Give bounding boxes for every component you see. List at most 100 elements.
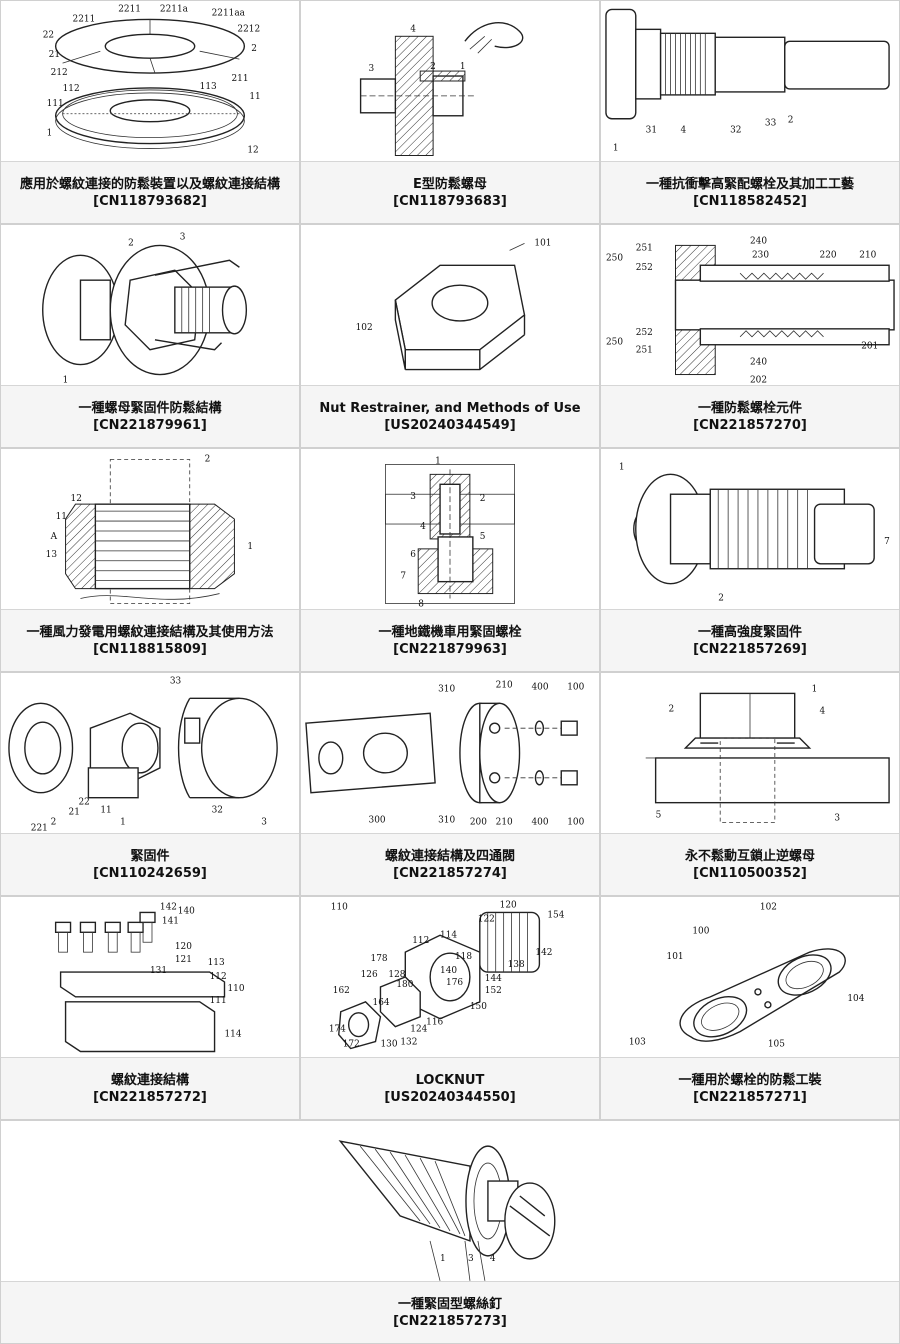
fig-label: 32 [730,126,741,136]
fig-label: 104 [847,994,864,1004]
fig-label: 2 [669,704,675,714]
fig-label: 113 [208,958,225,968]
fig-label: 128 [388,970,405,980]
fig-label: 1 [460,62,466,72]
patent-card[interactable]: 33 22 21 2 221 11 1 32 3 緊固件 [CN11024265… [0,672,300,896]
fig-label: 176 [446,978,463,988]
patent-card[interactable]: 2211 2211a 2211aa 2211 2212 22 2 21 212 … [0,0,300,224]
fig-label: 174 [329,1025,346,1035]
patent-drawing: 2 12 11 A 13 1 [1,449,299,610]
fig-label: 202 [750,375,767,385]
fig-label: 132 [400,1038,417,1048]
patent-number: [CN221857270] [693,417,807,434]
patent-drawing: 1 31 4 32 33 2 [601,1,899,162]
fig-label: 2211 [118,4,141,14]
fig-label: 11 [56,512,67,522]
fig-label: 4 [680,126,686,136]
patent-number: [CN221857273] [393,1313,507,1330]
patent-card[interactable]: 110 120 122 154 112 114 142 118 138 178 … [300,896,600,1120]
patent-number: [CN221857272] [93,1089,207,1106]
fig-label: 112 [412,936,429,946]
patent-card[interactable]: 1 2 4 5 3 永不鬆動互鎖止逆螺母 [CN110500352] [600,672,900,896]
fig-label: 5 [656,811,662,821]
fig-label: 100 [692,926,709,936]
patent-number: [CN221879963] [393,641,507,658]
fig-label: 112 [63,84,80,94]
fig-label: 1 [613,144,619,154]
patent-card[interactable]: 142 140 141 120 121 131 113 112 110 111 … [0,896,300,1120]
fig-label: 230 [752,250,769,260]
fig-label: 111 [210,996,227,1006]
fig-label: 220 [820,250,837,260]
fig-label: 154 [547,910,564,920]
patent-drawing: 110 120 122 154 112 114 142 118 138 178 … [301,897,599,1058]
fig-label: 2 [205,454,211,464]
fig-label: 33 [170,676,182,686]
fig-label: 4 [420,522,426,532]
patent-title: E型防鬆螺母 [413,176,487,193]
fig-label: 164 [373,998,390,1008]
fig-label: 250 [606,338,623,348]
patent-title: 一種防鬆螺栓元件 [698,400,802,417]
fig-label: 101 [534,238,551,248]
fig-label: 7 [400,572,406,582]
patent-card[interactable]: 1 3 2 4 5 6 7 8 一種地鐵機車用緊固螺栓 [CN221879963… [300,448,600,672]
patent-drawing: 142 140 141 120 121 131 113 112 110 111 … [1,897,299,1058]
fig-label: 118 [455,952,472,962]
patent-card[interactable]: 2 3 1 一種螺母緊固件防鬆結構 [CN221879961] [0,224,300,448]
fig-label: 200 [470,818,487,828]
fig-label: 240 [750,358,767,368]
fig-label: 2 [430,62,436,72]
fig-label: 5 [480,532,486,542]
fig-label: 33 [765,119,777,129]
patent-title: 永不鬆動互鎖止逆螺母 [685,848,815,865]
patent-card[interactable]: 251 252 250 240 230 220 210 252 251 250 … [600,224,900,448]
fig-label: 310 [438,684,455,694]
patent-drawing: 102 100 101 104 103 105 [601,897,899,1058]
fig-label: 138 [508,960,525,970]
patent-title: 螺紋連接結構及四通閥 [385,848,515,865]
fig-label: 32 [212,806,223,816]
fig-label: 120 [500,900,517,910]
fig-label: 2212 [237,24,260,34]
patent-card[interactable]: 1 2 7 一種高強度緊固件 [CN221857269] [600,448,900,672]
patent-card[interactable]: 102 100 101 104 103 105 一種用於螺栓的防鬆工裝 [CN2… [600,896,900,1120]
fig-label: 6 [410,550,416,560]
patent-caption: 一種用於螺栓的防鬆工裝 [CN221857271] [601,1058,899,1119]
fig-label: 2 [251,44,257,54]
fig-label: 114 [440,930,457,940]
fig-label: 1 [812,684,818,694]
patent-drawing: 1 3 4 [1,1121,899,1282]
fig-label: 101 [667,952,684,962]
patent-card[interactable]: 1 31 4 32 33 2 一種抗衝擊高緊配螺栓及其加工工藝 [CN11858… [600,0,900,224]
fig-label: 250 [606,253,623,263]
fig-label: 3 [180,232,186,242]
patent-caption: 一種螺母緊固件防鬆結構 [CN221879961] [1,386,299,447]
patent-card[interactable]: 1 3 4 一種緊固型螺絲釘 [CN221857273] [0,1120,900,1344]
fig-label: 1 [63,375,69,385]
patent-card[interactable]: 101 102 Nut Restrainer, and Methods of U… [300,224,600,448]
fig-label: 130 [380,1040,397,1050]
fig-label: 162 [333,986,350,996]
fig-label: 112 [210,972,227,982]
patent-card[interactable]: 2 12 11 A 13 1 一種風力發電用螺紋連接結構及其使用方法 [CN11… [0,448,300,672]
fig-label: 121 [175,955,192,965]
fig-label: 2 [788,116,794,126]
patent-caption: Nut Restrainer, and Methods of Use [US20… [301,386,599,447]
patent-card[interactable]: 310 210 400 100 300 310 200 210 400 100 … [300,672,600,896]
patent-card[interactable]: 4 3 2 1 E型防鬆螺母 [CN118793683] [300,0,600,224]
fig-label: 140 [178,906,195,916]
fig-label: 113 [200,82,217,92]
patent-number: [CN221857269] [693,641,807,658]
fig-label: 110 [331,902,348,912]
patent-number: [CN118793683] [393,193,507,210]
patent-number: [US20240344550] [384,1089,515,1106]
patent-drawing: 310 210 400 100 300 310 200 210 400 100 [301,673,599,834]
fig-label: 251 [636,346,653,356]
patent-number: [CN118815809] [93,641,207,658]
fig-label: 252 [636,263,653,273]
patent-title: 一種高強度緊固件 [698,624,802,641]
patent-number: [CN110242659] [93,865,207,882]
patent-title: 一種螺母緊固件防鬆結構 [78,400,221,417]
